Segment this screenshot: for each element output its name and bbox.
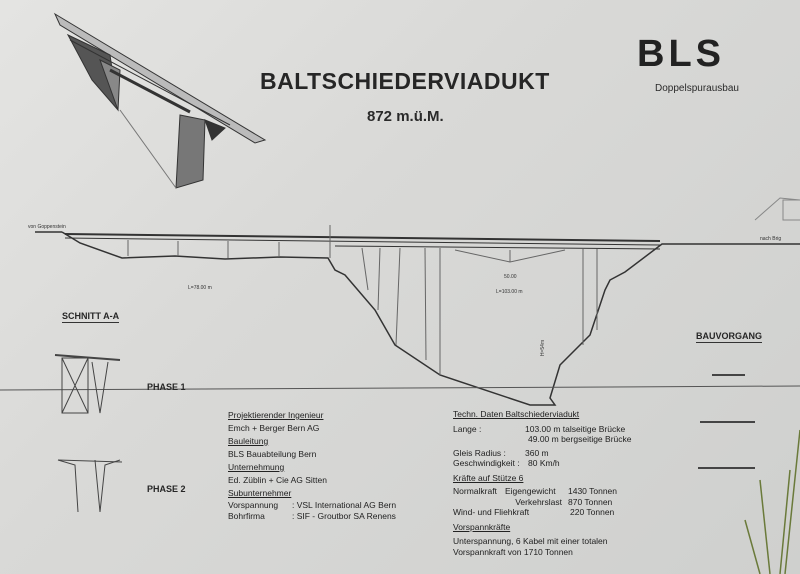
force2-value: 870 Tonnen [568, 496, 613, 507]
bridge-elevation [35, 197, 800, 406]
span-left: L=78.00 m [188, 285, 212, 291]
site-heading: Bauleitung [228, 436, 269, 446]
label-from: von Goppenstein [28, 224, 66, 230]
force3-key: Wind- und Fliehkraft [453, 507, 530, 517]
contractors: Projektierender Ingenieur Emch + Berger … [228, 409, 438, 522]
speed-value: 80 Km/h [528, 458, 560, 468]
prestress-heading: Vorspannkräfte [453, 521, 511, 532]
forces-heading: Kräfte auf Stütze 6 [453, 472, 524, 483]
divider [0, 385, 800, 391]
phase-1: PHASE 1 [147, 382, 186, 392]
prestress-line-2: Vorspannkraft von 1710 Tonnen [453, 546, 573, 557]
engineer-heading: Projektierender Ingenieur [228, 410, 324, 420]
height-label: H=54m [540, 339, 547, 357]
prestress-line-1: Unterspannung, 6 Kabel mit einer totalen [453, 536, 608, 546]
sub1-value: : VSL International AG Bern [292, 500, 397, 510]
radius-key: Gleis Radius : [453, 447, 506, 458]
span-mid: 50.00 [504, 274, 517, 280]
company-heading: Unternehmung [228, 462, 285, 472]
sub2-value: : SIF - Groutbor SA Renens [292, 511, 396, 521]
length-key: Lange : [453, 423, 482, 434]
company: Ed. Züblin + Cie AG Sitten [228, 475, 327, 485]
force3-value: 220 Tonnen [570, 507, 615, 517]
engineer: Emch + Berger Bern AG [228, 423, 320, 433]
svg-text:BLS: BLS [637, 36, 725, 70]
perspective-sketch [53, 12, 267, 189]
length-value-1: 103.00 m talseitige Brücke [525, 423, 626, 434]
bls-logo: BLS [637, 33, 777, 75]
tech-heading: Techn. Daten Baltschiederviadukt [453, 409, 580, 419]
tech-data: Techn. Daten Baltschiederviadukt Lange :… [453, 409, 653, 557]
grass [744, 429, 800, 574]
length-value-2: 49.00 m bergseitige Brücke [528, 434, 632, 444]
phase-2: PHASE 2 [147, 484, 186, 494]
force2-sub: Verkehrslast [515, 496, 562, 507]
altitude: 872 m.ü.M. [367, 108, 444, 125]
site: BLS Bauabteilung Bern [228, 449, 317, 459]
force1-key: Normalkraft [453, 486, 497, 496]
section-label: SCHNITT A-A [62, 311, 120, 323]
subtitle: Doppelspurausbau [655, 83, 739, 94]
bauvorgang-label: BAUVORGANG [696, 331, 763, 343]
sub1-key: Vorspannung [228, 500, 279, 510]
force1-sub: Eigengewicht [505, 486, 556, 496]
label-to: nach Brig [760, 236, 782, 242]
sub2-key: Bohrfirma [228, 511, 265, 521]
page-title: BALTSCHIEDERVIADUKT [260, 68, 550, 94]
sub-heading: Subunternehmer [228, 488, 292, 498]
radius-value: 360 m [525, 447, 549, 458]
force1-value: 1430 Tonnen [568, 486, 618, 496]
span-right: L=103.00 m [496, 289, 523, 295]
speed-key: Geschwindigkeit : [453, 458, 520, 468]
section-drawings [54, 354, 755, 513]
